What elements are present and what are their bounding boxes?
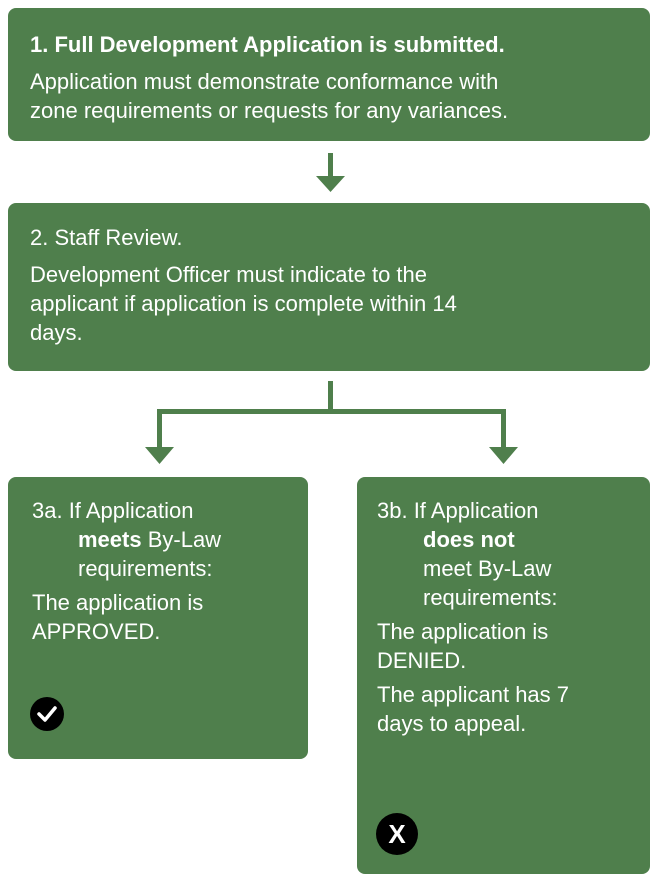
step2-box: 2. Staff Review. Development Officer mus…	[8, 203, 650, 371]
arrow-1-2-head	[316, 176, 345, 192]
branch-stem	[328, 381, 333, 413]
branch-right-drop	[501, 409, 506, 449]
step3a-box: 3a. If Application meets By-Law requirem…	[8, 477, 308, 759]
step3b-appeal-line: The applicant has 7	[377, 682, 570, 707]
step3b-condition-line: meet By-Law	[423, 556, 552, 581]
step1-box: 1. Full Development Application is submi…	[8, 8, 650, 141]
step3b-condition-line: requirements:	[423, 585, 558, 610]
step2-title: 2. Staff Review.	[30, 225, 183, 250]
x-icon: X	[376, 813, 418, 855]
checkmark-icon	[30, 697, 64, 731]
step1-body-line: Application must demonstrate conformance…	[30, 69, 499, 94]
step3a-bold-word: meets	[78, 527, 142, 552]
step2-body-line: Development Officer must indicate to the	[30, 262, 428, 287]
step3a-condition-line: 3a. If Application	[32, 498, 194, 523]
arrow-to-3a-head	[145, 447, 174, 464]
step3b-appeal-line: days to appeal.	[377, 711, 527, 736]
branch-bar	[157, 409, 506, 414]
step3b-result-line: The application is	[377, 619, 549, 644]
step3a-condition-line: meets By-Law	[32, 525, 308, 554]
step3b-box: 3b. If Application does not meet By-Law …	[357, 477, 650, 874]
step3a-result-line: APPROVED.	[32, 619, 161, 644]
step2-body-line: applicant if application is complete wit…	[30, 291, 457, 316]
step3a-line2-rest: By-Law	[141, 527, 222, 552]
step1-title: 1. Full Development Application is submi…	[30, 32, 505, 57]
step3b-bold-phrase: does not	[423, 527, 515, 552]
arrow-1-2-shaft	[328, 153, 333, 179]
step1-body-line: zone requirements or requests for any va…	[30, 98, 509, 123]
step3a-condition-line: requirements:	[78, 556, 213, 581]
step3a-result-line: The application is	[32, 590, 204, 615]
branch-left-drop	[157, 409, 162, 449]
arrow-to-3b-head	[489, 447, 518, 464]
step3b-condition-line: 3b. If Application	[377, 498, 539, 523]
step3b-result-line: DENIED.	[377, 648, 467, 673]
step2-body-line: days.	[30, 320, 83, 345]
